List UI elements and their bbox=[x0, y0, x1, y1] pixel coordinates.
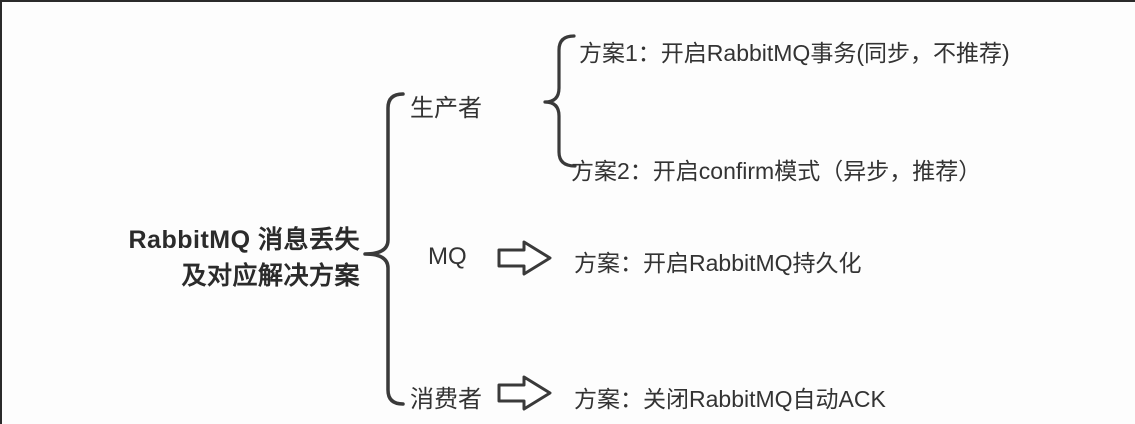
root-title-line1: RabbitMQ 消息丢失 bbox=[128, 226, 360, 254]
branch-label-mq: MQ bbox=[428, 243, 467, 270]
consumer-solution: 方案：关闭RabbitMQ自动ACK bbox=[574, 386, 886, 412]
mq-solution: 方案：开启RabbitMQ持久化 bbox=[574, 250, 862, 276]
producer-solution-2: 方案2：开启confirm模式（异步，推荐） bbox=[571, 158, 982, 184]
producer-solution-1: 方案1：开启RabbitMQ事务(同步，不推荐) bbox=[579, 40, 1010, 66]
root-title-line2: 及对应解决方案 bbox=[181, 262, 360, 290]
consumer-arrow-icon bbox=[497, 375, 552, 411]
root-node-title: RabbitMQ 消息丢失 及对应解决方案 bbox=[32, 222, 360, 294]
producer-brace-icon bbox=[543, 34, 577, 168]
mq-arrow-icon bbox=[497, 240, 552, 276]
branch-label-producer: 生产者 bbox=[410, 95, 482, 122]
root-brace-icon bbox=[363, 92, 405, 406]
branch-label-consumer: 消费者 bbox=[410, 386, 482, 413]
